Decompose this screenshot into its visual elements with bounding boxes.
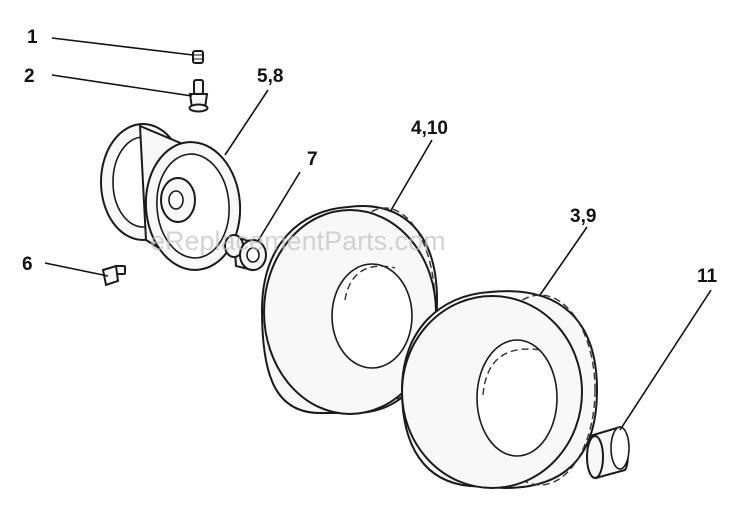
leader-5-8 — [224, 89, 269, 156]
part-4-10-front-tire[interactable] — [260, 205, 439, 415]
part-3-9-rear-tire[interactable] — [400, 290, 599, 490]
callout-11: 11 — [697, 266, 718, 287]
leader-3-9 — [539, 226, 588, 296]
part-6-lug-bolt[interactable] — [101, 264, 126, 287]
leader-2 — [51, 74, 193, 97]
callout-5-8: 5,8 — [257, 66, 283, 87]
callout-2: 2 — [24, 66, 35, 87]
callout-7: 7 — [307, 149, 318, 170]
part-11-bushing[interactable] — [586, 425, 630, 480]
part-2-valve-stem[interactable] — [188, 79, 209, 113]
leader-6 — [44, 262, 109, 277]
leader-11 — [619, 289, 712, 431]
callout-4-10: 4,10 — [411, 118, 448, 139]
part-5-8-wheel-rim[interactable] — [100, 123, 244, 273]
leader-1 — [51, 37, 194, 56]
callout-1: 1 — [27, 27, 38, 48]
callout-6: 6 — [22, 254, 33, 275]
leader-4-10 — [389, 139, 433, 213]
leader-7 — [257, 171, 301, 242]
part-7-washer[interactable] — [224, 234, 267, 272]
part-1-valve-cap[interactable] — [192, 50, 204, 64]
callout-3-9: 3,9 — [570, 206, 596, 227]
watermark: eReplacementParts.com — [150, 226, 446, 256]
